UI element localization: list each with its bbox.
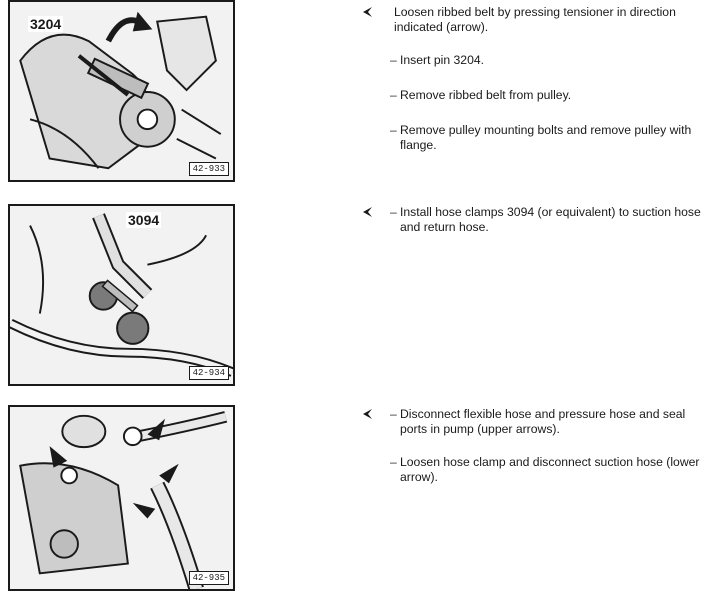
instructions-section-3: – Disconnect flexible hose and pressure … <box>362 407 707 505</box>
figure-number: 42-933 <box>188 162 229 176</box>
figure-pump-hoses: 42-935 <box>8 405 235 591</box>
step-sub: – Remove pulley mounting bolts and remov… <box>362 123 707 153</box>
instructions-section-1: Loosen ribbed belt by pressing tensioner… <box>362 5 707 173</box>
step-text: Disconnect flexible hose and pressure ho… <box>400 407 686 436</box>
figure-tensioner: 3204 42-933 <box>8 0 235 182</box>
illustration-pump-hoses <box>10 407 233 589</box>
illustration-tensioner <box>10 2 233 180</box>
step-sub: – Install hose clamps 3094 (or equivalen… <box>362 205 707 235</box>
step-text: Loosen hose clamp and disconnect suction… <box>400 455 700 484</box>
step-text: Install hose clamps 3094 (or equivalent)… <box>400 205 701 234</box>
left-pointer-icon <box>363 207 372 217</box>
step-text: Insert pin 3204. <box>400 53 485 67</box>
step-text: Loosen ribbed belt by pressing tensioner… <box>394 5 676 34</box>
part-label-3094: 3094 <box>126 212 162 228</box>
step-sub: – Loosen hose clamp and disconnect sucti… <box>362 455 707 485</box>
step-main: Loosen ribbed belt by pressing tensioner… <box>362 5 707 35</box>
step-sub: – Insert pin 3204. <box>362 53 707 68</box>
illustration-hose-clamps <box>10 206 233 384</box>
dash-marker: – <box>390 407 397 421</box>
dash-marker: – <box>390 88 397 102</box>
left-pointer-icon <box>363 409 372 419</box>
dash-marker: – <box>390 455 397 469</box>
step-text: Remove ribbed belt from pulley. <box>400 88 572 102</box>
left-pointer-icon <box>363 7 372 17</box>
part-label-3204: 3204 <box>28 16 64 32</box>
step-sub: – Disconnect flexible hose and pressure … <box>362 407 707 437</box>
figure-hose-clamps: 3094 42-934 <box>8 204 235 386</box>
step-text: Remove pulley mounting bolts and remove … <box>400 123 692 152</box>
figure-number: 42-935 <box>188 571 229 585</box>
step-sub: – Remove ribbed belt from pulley. <box>362 88 707 103</box>
figure-number: 42-934 <box>188 366 229 380</box>
dash-marker: – <box>390 205 397 219</box>
dash-marker: – <box>390 53 397 67</box>
dash-marker: – <box>390 123 397 137</box>
instructions-section-2: – Install hose clamps 3094 (or equivalen… <box>362 205 707 255</box>
